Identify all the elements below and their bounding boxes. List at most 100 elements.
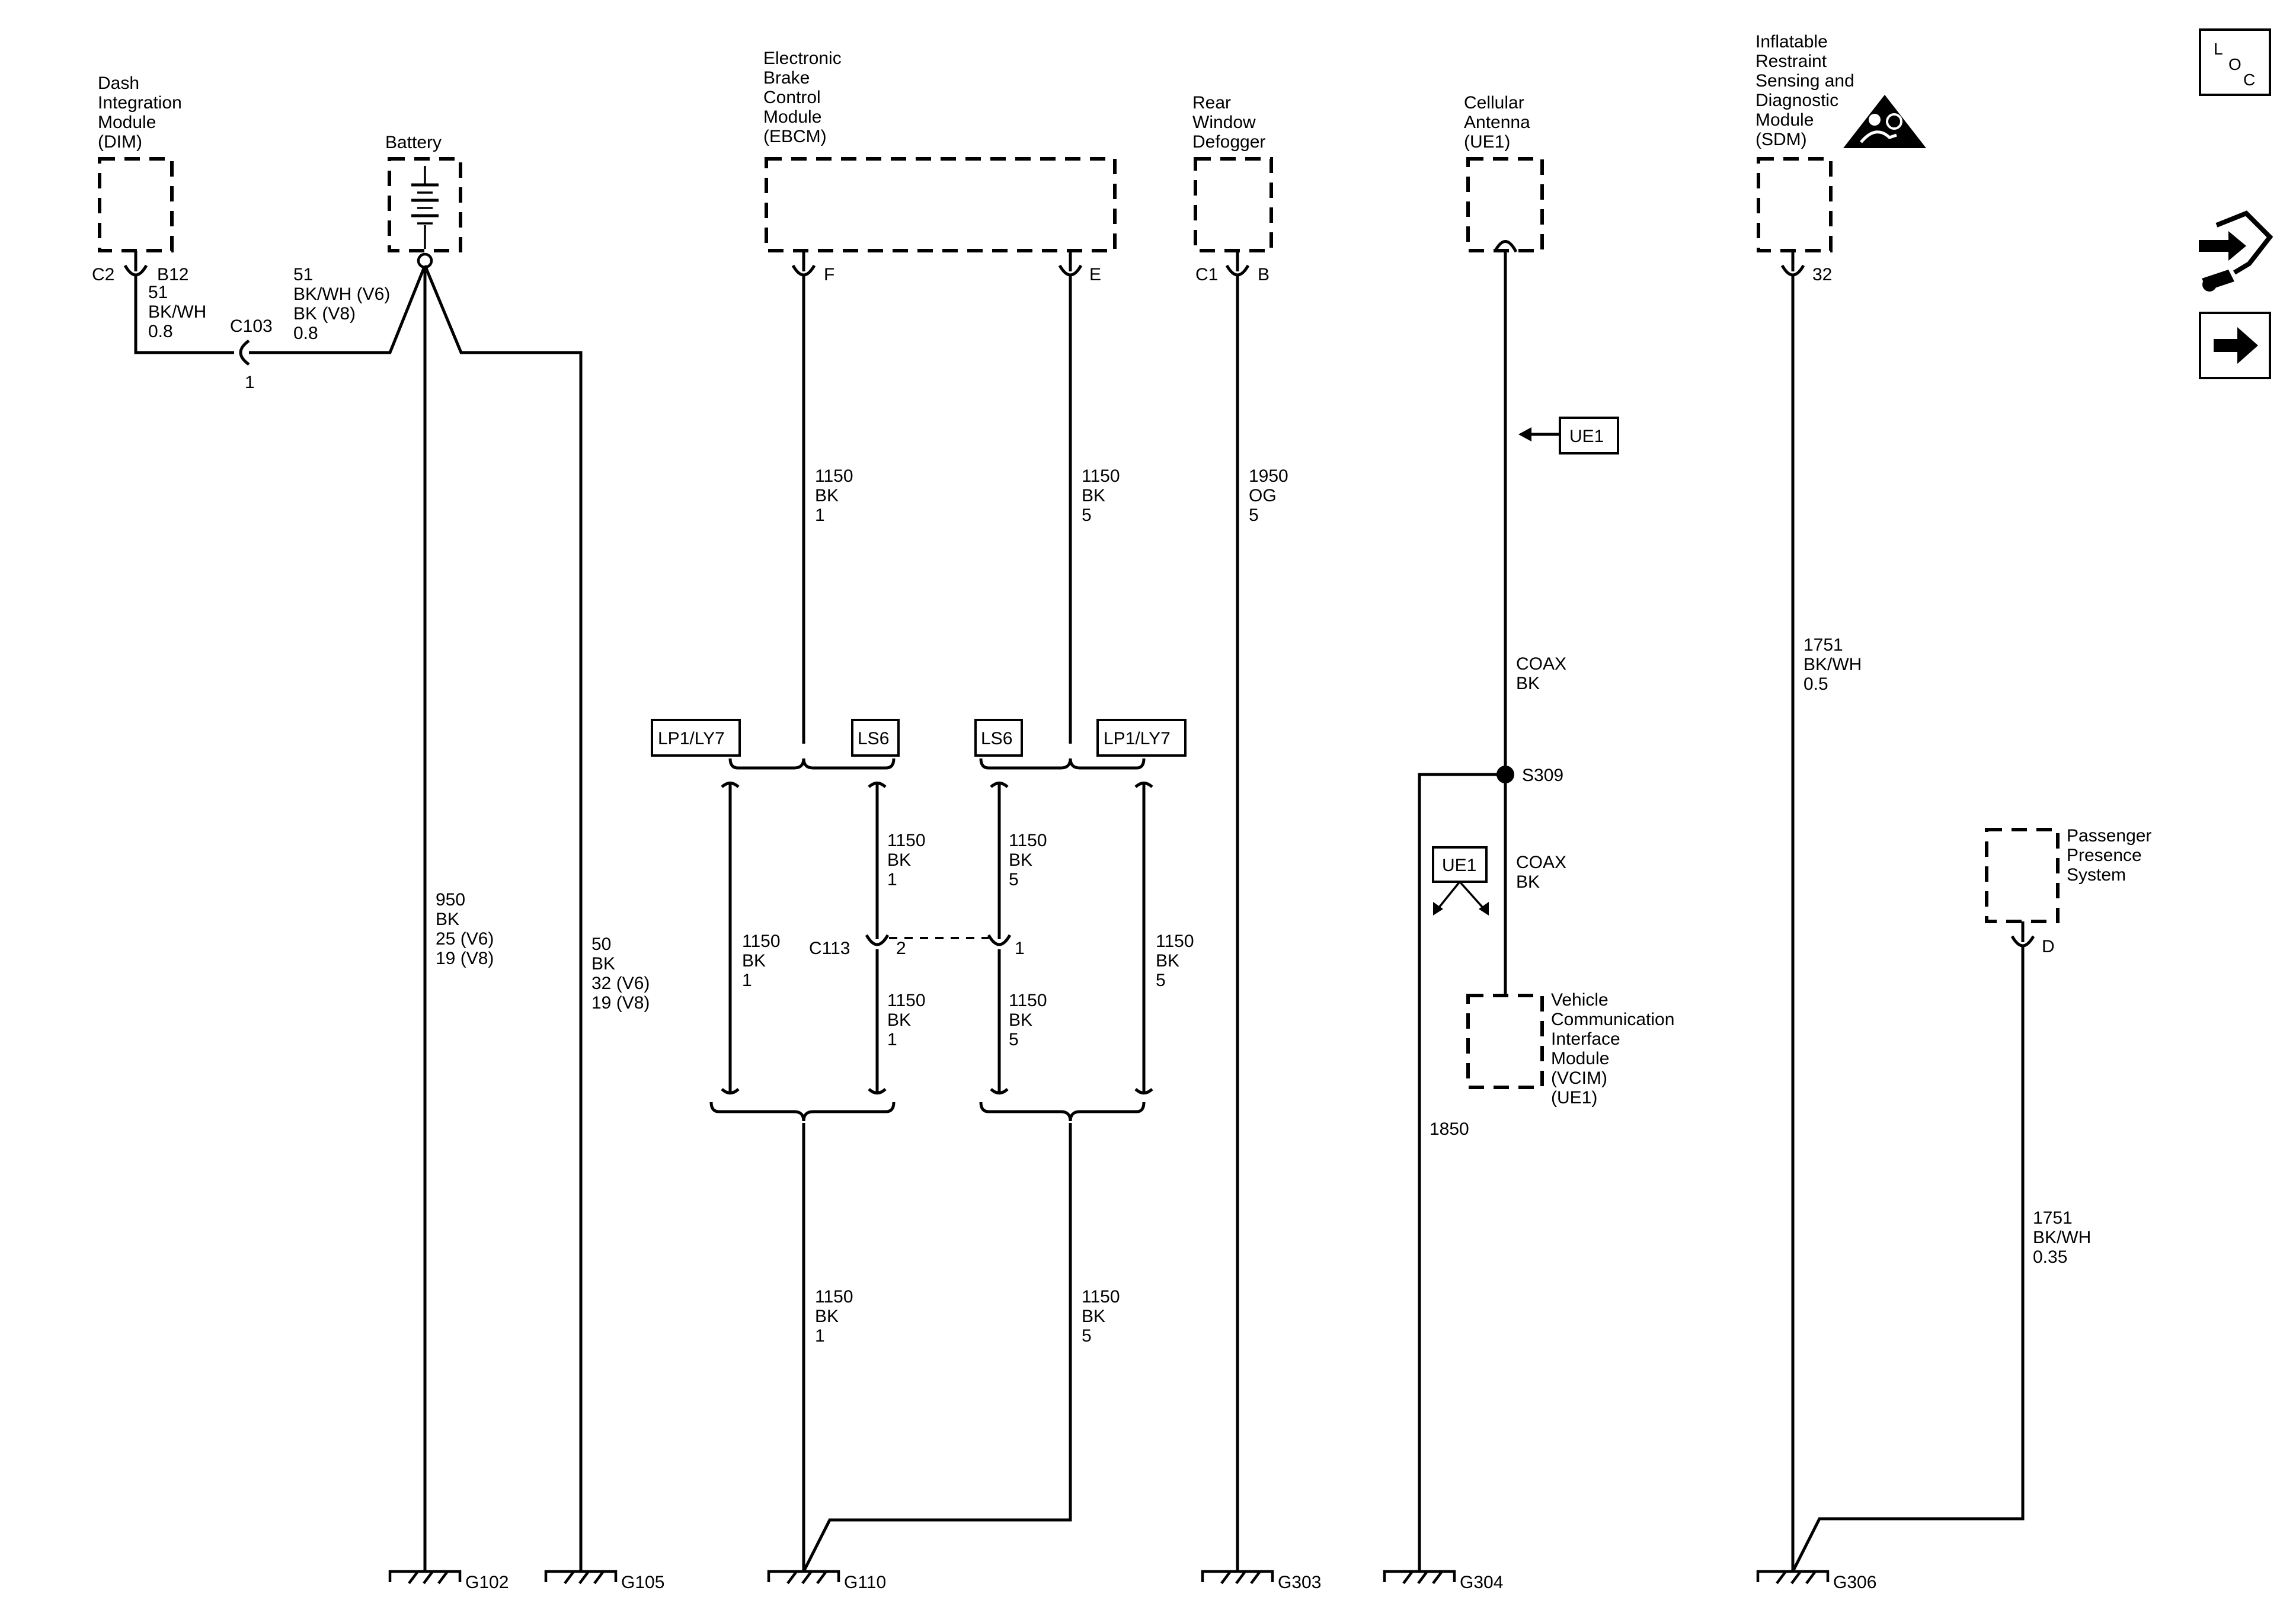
- label-line: Cellular: [1464, 93, 1524, 113]
- pps-terminal: [2010, 921, 2035, 948]
- next-page-button[interactable]: [2199, 312, 2271, 379]
- option-ls6-left-label: LS6: [858, 729, 889, 748]
- label-line: 51: [148, 283, 168, 302]
- defogger-connector-label: C1: [1195, 265, 1218, 284]
- label-line: Window: [1192, 113, 1256, 132]
- loc-button[interactable]: L O C: [2199, 28, 2271, 96]
- label-line: BK: [1009, 850, 1032, 870]
- label-line: BK (V8): [293, 304, 356, 324]
- label-line: 1150: [1082, 1287, 1120, 1307]
- defogger-terminal: [1225, 251, 1250, 277]
- defogger-pin-label: B: [1258, 265, 1269, 284]
- label-line: 1: [815, 1326, 825, 1346]
- battery-box: [388, 157, 462, 252]
- ue1-mid-indicator: [1432, 846, 1489, 916]
- c113-right-socket: [987, 934, 1012, 946]
- option-ls6-right-label: LS6: [981, 729, 1012, 748]
- antenna-box: [1466, 157, 1544, 252]
- ground-g102-label: G102: [465, 1573, 509, 1592]
- option-ls6-right: [974, 719, 1023, 757]
- ground-g306-label: G306: [1833, 1573, 1876, 1592]
- dim-pin-label: B12: [157, 265, 188, 284]
- connector-end-view-icon[interactable]: [2199, 210, 2273, 292]
- label-line: 1: [815, 505, 825, 525]
- bypass-right-cap-top: [1134, 782, 1153, 788]
- battery-g105-wire: [423, 265, 583, 1571]
- label-line: Control: [763, 88, 821, 107]
- label-line: BK: [1082, 486, 1105, 505]
- dim-box: [98, 157, 174, 252]
- label-line: Inflatable: [1755, 32, 1828, 52]
- label-line: Communication: [1551, 1010, 1674, 1029]
- label-line: BK: [887, 850, 911, 870]
- ebcm-e-terminal: [1058, 251, 1083, 277]
- option-lp1-ly7-left-label: LP1/LY7: [658, 729, 725, 748]
- label-line: BK: [1516, 872, 1540, 892]
- bypass-left-cap-bot: [721, 1088, 740, 1094]
- label-line: BK/WH (V6): [293, 284, 390, 304]
- svg-text:L: L: [2214, 40, 2223, 58]
- ground-g105-label: G105: [621, 1573, 664, 1592]
- option-ls6-left: [851, 719, 900, 757]
- g110-right-wire: [802, 1123, 1072, 1573]
- g304-wire: [1418, 773, 1505, 1571]
- label-line: 5: [1082, 1326, 1092, 1346]
- bypass-left-cap-top: [721, 782, 740, 788]
- label-line: 1150: [887, 991, 926, 1010]
- label-line: 1150: [742, 932, 781, 951]
- label-line: (VCIM): [1551, 1068, 1607, 1088]
- label-line: 1850: [1430, 1119, 1469, 1139]
- label-line: BK: [1009, 1010, 1032, 1030]
- ground-g303-label: G303: [1278, 1573, 1321, 1592]
- option-lp1-ly7-left: [651, 719, 741, 757]
- defogger-box: [1194, 157, 1273, 252]
- option-lp1-ly7-right: [1096, 719, 1187, 757]
- pps-pin-label: D: [2042, 937, 2055, 956]
- label-line: (DIM): [98, 132, 142, 152]
- c113-left-pin-label: 2: [896, 939, 906, 958]
- label-line: BK: [591, 954, 615, 974]
- label-line: 0.8: [293, 324, 318, 343]
- c113-right-pin-label: 1: [1015, 939, 1025, 958]
- svg-text:C: C: [2243, 71, 2255, 89]
- label-line: 0.8: [148, 322, 173, 341]
- label-line: 5: [1249, 505, 1259, 525]
- option-brace-bottom-right: [979, 1102, 1146, 1122]
- option-brace-bottom-left: [709, 1102, 896, 1122]
- battery-symbol: [411, 166, 439, 249]
- ground-g105: [544, 1570, 618, 1585]
- label-line: 1150: [1009, 831, 1047, 850]
- label-line: BK/WH: [148, 302, 206, 322]
- ground-g303: [1201, 1570, 1274, 1585]
- ue1-mid-label: UE1: [1442, 856, 1476, 875]
- label-line: COAX: [1516, 654, 1566, 674]
- label-line: Module: [763, 107, 821, 127]
- label-line: 1: [887, 1030, 897, 1049]
- ls6-right-cap-bot: [990, 1088, 1009, 1094]
- vcim-box: [1466, 994, 1544, 1089]
- label-line: 32 (V6): [591, 974, 650, 993]
- label-line: 0.5: [1803, 674, 1828, 694]
- label-line: 5: [1009, 1030, 1019, 1049]
- label-line: BK: [436, 910, 459, 929]
- label-line: Module: [1551, 1049, 1609, 1068]
- pps-wire: [1791, 945, 2025, 1573]
- label-line: BK: [887, 1010, 911, 1030]
- label-line: (SDM): [1755, 130, 1807, 149]
- battery-c103-wire: [273, 265, 427, 354]
- ls6-right-cap-top: [990, 782, 1009, 788]
- label-line: 0.35: [2033, 1247, 2067, 1267]
